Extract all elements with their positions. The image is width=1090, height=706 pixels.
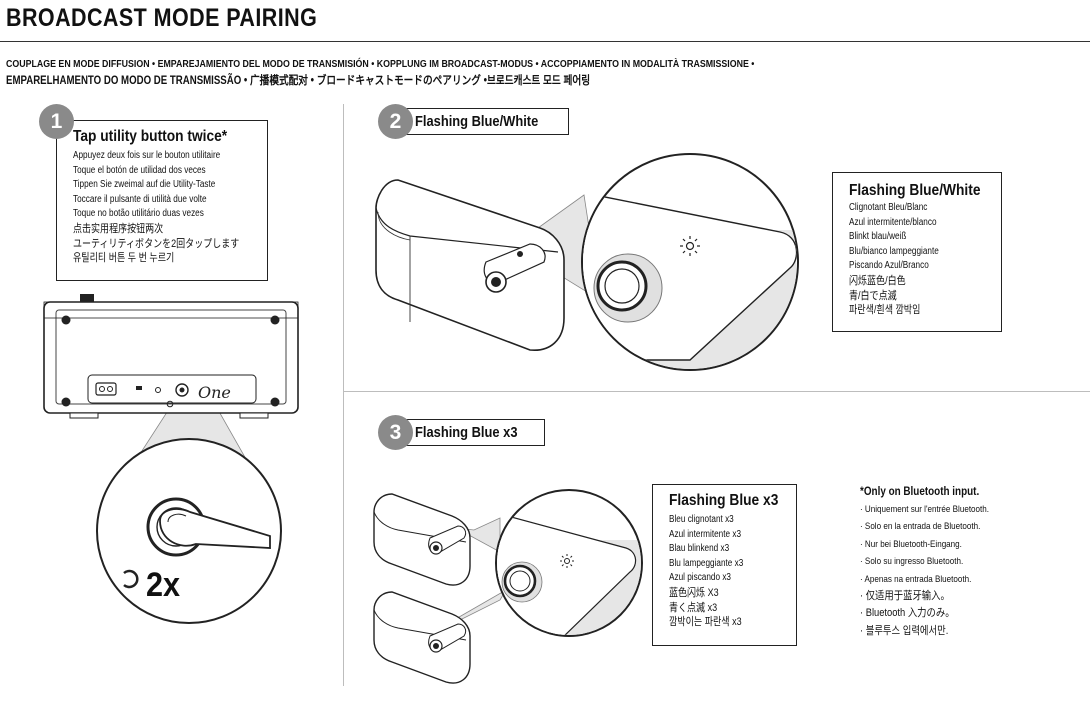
step1-line: Tippen Sie zweimal auf die Utility-Taste [73,179,216,191]
step1-line: 点击实用程序按钮两次 [73,222,164,235]
step2-line: Blu/bianco lampeggiante [849,245,939,257]
step1-translations: Appuyez deux fois sur le bouton utilitai… [73,149,239,266]
step3-line: 깜박이는 파란색 x3 [669,616,742,629]
row-divider [343,391,1090,392]
speaker-logo: One [198,383,231,402]
step3-line: 青く点滅 x3 [669,601,718,614]
step3-tab: Flashing Blue x3 [393,419,546,446]
step2-badge: 2 [378,104,413,139]
note-item: · Bluetooth 入力のみ。 [860,607,955,620]
note-title: *Only on Bluetooth input. [860,486,980,498]
note-item: · Nur bei Bluetooth-Eingang. [860,538,962,550]
step2-line: 파란색/흰색 깜박임 [849,304,921,317]
step3-line: Azul piscando x3 [669,572,731,584]
step3-line: Blau blinkend x3 [669,543,730,555]
step1-line: ユーティリティボタンを2回タップします [73,237,240,250]
step2-tab-label: Flashing Blue/White [415,113,539,130]
step1-title: Tap utility button twice* [73,128,228,145]
step2-info-box: Flashing Blue/White Clignotant Bleu/Blan… [832,172,1002,332]
note-item: · Apenas na entrada Bluetooth. [860,573,972,585]
step1-line: Appuyez deux fois sur le bouton utilitai… [73,150,221,161]
subtitle-line-1: COUPLAGE EN MODE DIFFUSION • EMPAREJAMIE… [6,58,755,70]
step1-line: 유틸리티 버튼 두 번 누르기 [73,252,175,265]
subtitle-line-2: EMPARELHAMENTO DO MODO DE TRANSMISSÃO • … [6,75,591,87]
step3-line: 蓝色闪烁 X3 [669,586,719,599]
step2-line: 青/白で点滅 [849,289,897,302]
note-item: · Solo su ingresso Bluetooth. [860,556,964,568]
step3-translations: Bleu clignotant x3 Azul intermitente x3 … [669,513,743,630]
step1-instruction-box: Tap utility button twice* Appuyez deux f… [56,120,268,281]
title-divider [0,41,1090,42]
step3-line: Azul intermitente x3 [669,528,742,540]
step1-badge: 1 [39,104,74,139]
step2-line: Piscando Azul/Branco [849,260,929,272]
bluetooth-note: *Only on Bluetooth input. · Uniquement s… [860,486,1012,640]
step3-box-title: Flashing Blue x3 [669,492,779,509]
step2-line: Azul intermitente/blanco [849,216,937,228]
note-item: · 仅适用于蓝牙输入。 [860,589,950,602]
page-title: BROADCAST MODE PAIRING [6,4,318,32]
step3-tab-label: Flashing Blue x3 [415,424,518,441]
led-flash-icon [680,236,700,256]
step2-line: Clignotant Bleu/Blanc [849,202,928,213]
step2-tab: Flashing Blue/White [393,108,570,135]
led-flash-icon [560,554,574,568]
step3-line: Blu lampeggiante x3 [669,557,744,569]
step3-line: Bleu clignotant x3 [669,514,734,525]
note-item: · Uniquement sur l'entrée Bluetooth. [860,504,990,515]
note-item: · Solo en la entrada de Bluetooth. [860,521,981,533]
step1-line: Toque no botão utilitário duas vezes [73,208,204,220]
column-divider [343,104,344,686]
step2-line: 闪烁蓝色/白色 [849,274,906,287]
note-list: · Uniquement sur l'entrée Bluetooth. · S… [860,501,1012,640]
finger-tap-icon [159,508,271,549]
step1-line: Toque el botón de utilidad dos veces [73,164,206,176]
step3-info-box: Flashing Blue x3 Bleu clignotant x3 Azul… [652,484,797,646]
note-item: · 블루투스 입력에서만. [860,624,949,637]
tap-count-label: 2x [146,566,181,604]
step1-line: Toccare il pulsante di utilità due volte [73,193,207,205]
step3-badge: 3 [378,415,413,450]
step2-box-title: Flashing Blue/White [849,182,981,199]
step2-translations: Clignotant Bleu/Blanc Azul intermitente/… [849,201,939,318]
step2-line: Blinkt blau/weiß [849,231,907,243]
